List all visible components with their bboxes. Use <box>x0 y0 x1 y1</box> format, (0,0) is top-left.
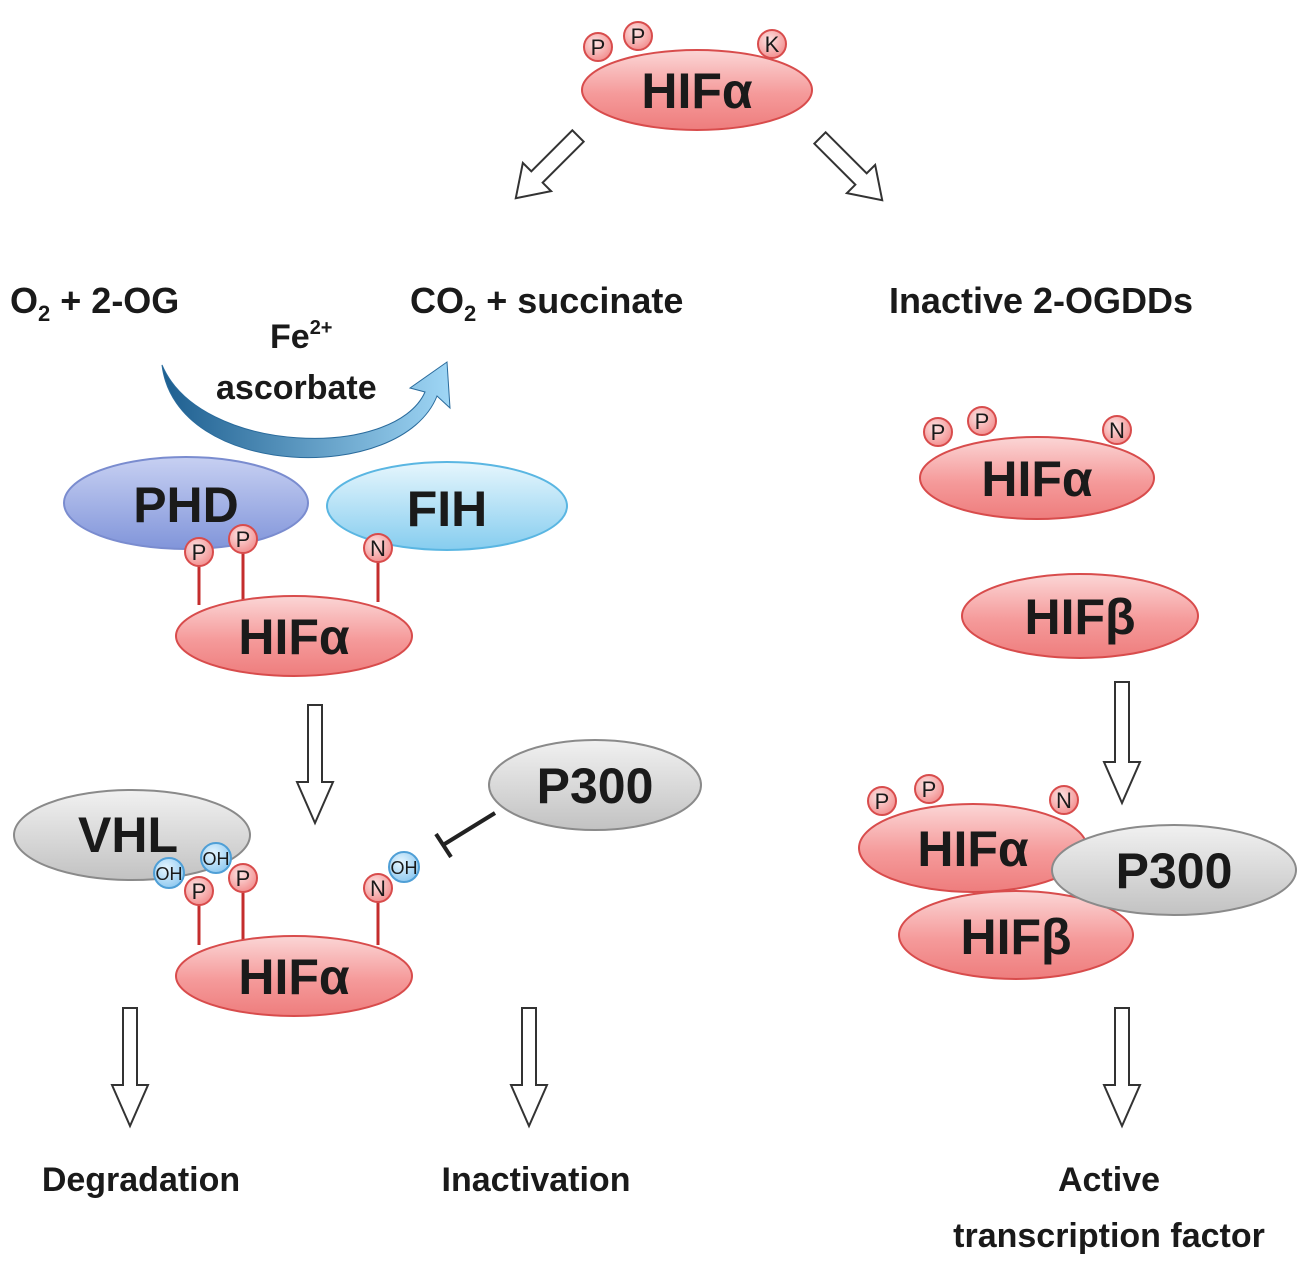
modification-p <box>623 21 653 51</box>
p300-oval <box>1051 824 1297 916</box>
p300-label: P300 <box>1116 843 1233 899</box>
reaction-curved-arrow <box>161 361 451 458</box>
fih-oval <box>326 461 568 551</box>
inactivation-label: Inactivation <box>442 1161 631 1199</box>
inhibition-line <box>441 811 497 847</box>
hif-alpha-label: HIFα <box>917 821 1029 877</box>
mod-label: N <box>370 876 386 901</box>
mod-label: P <box>192 540 207 565</box>
modification-p <box>184 876 214 906</box>
modification-n <box>1102 415 1132 445</box>
active-label: Active <box>1058 1161 1160 1199</box>
mod-label: OH <box>156 864 183 884</box>
arrow-down-left-middle <box>295 704 335 826</box>
right-hif-alpha-group: P P N HIFα <box>919 406 1155 520</box>
modification-p <box>914 774 944 804</box>
vhl-oval <box>13 789 251 881</box>
mod-label: N <box>1056 788 1072 813</box>
fih-label: FIH <box>407 481 488 537</box>
hif-alpha-oval <box>581 49 813 131</box>
degradation-label: Degradation <box>42 1161 240 1199</box>
ascorbate-label: ascorbate <box>216 369 377 407</box>
vhl-label: VHL <box>78 807 178 863</box>
enzyme-complex-group: PHD FIH P P N HIFα <box>63 456 568 677</box>
mod-label: K <box>765 32 780 57</box>
inactive-ogdds-label: Inactive 2-OGDDs <box>889 280 1193 321</box>
o2-2og-label: O2 + 2-OG <box>10 280 179 326</box>
arrow-top-left <box>514 128 586 200</box>
arrow-down-degradation <box>110 1007 150 1129</box>
arrow-down-right-middle <box>1102 681 1142 806</box>
modification-n <box>363 873 393 903</box>
mod-label: P <box>631 24 646 49</box>
hif-alpha-label: HIFα <box>238 609 350 665</box>
arrow-down-active <box>1102 1007 1142 1129</box>
modification-oh <box>200 842 232 874</box>
arrow-top-right <box>812 130 884 202</box>
modification-oh <box>388 851 420 883</box>
phd-label: PHD <box>133 477 239 533</box>
top-hif-alpha-group: P P K HIFα <box>581 21 813 131</box>
mod-label: P <box>236 866 251 891</box>
p300-oval <box>488 739 702 831</box>
mod-label: P <box>591 35 606 60</box>
modification-p <box>867 786 897 816</box>
hif-beta-label: HIFβ <box>960 909 1071 965</box>
hif-alpha-label: HIFα <box>981 451 1093 507</box>
modification-p <box>228 524 258 554</box>
mod-label: OH <box>203 849 230 869</box>
transcription-factor-label: transcription factor <box>953 1217 1265 1255</box>
p300-label: P300 <box>537 758 654 814</box>
mod-label: N <box>1109 418 1125 443</box>
modification-n <box>1049 785 1079 815</box>
hif-alpha-label: HIFα <box>641 63 753 119</box>
modification-p <box>923 417 953 447</box>
inhibition-bar <box>434 832 453 859</box>
hif-alpha-oval <box>175 935 413 1017</box>
mod-label: P <box>236 527 251 552</box>
modification-p <box>184 537 214 567</box>
mod-label: P <box>931 420 946 445</box>
hif-beta-oval <box>961 573 1199 659</box>
mod-label: P <box>975 409 990 434</box>
hif-alpha-oval <box>175 595 413 677</box>
hydroxylated-complex-group: VHL OH OH OH P P N HIFα <box>13 789 420 1017</box>
modification-oh <box>153 857 185 889</box>
modification-p <box>583 32 613 62</box>
modification-p <box>228 863 258 893</box>
active-complex-group: P P N HIFβ HIFα P300 <box>858 774 1297 980</box>
mod-label: N <box>370 536 386 561</box>
hif-beta-oval <box>898 890 1134 980</box>
modification-n <box>363 533 393 563</box>
mod-label: OH <box>391 858 418 878</box>
hif-alpha-oval <box>919 436 1155 520</box>
mod-label: P <box>875 789 890 814</box>
fe2-label: Fe2+ <box>270 317 333 356</box>
modification-k <box>757 29 787 59</box>
mod-label: P <box>192 879 207 904</box>
arrow-down-inactivation <box>509 1007 549 1129</box>
hif-beta-label: HIFβ <box>1024 589 1135 645</box>
modification-p <box>967 406 997 436</box>
co2-succinate-label: CO2 + succinate <box>410 280 683 326</box>
mod-label: P <box>922 777 937 802</box>
hif-alpha-label: HIFα <box>238 949 350 1005</box>
